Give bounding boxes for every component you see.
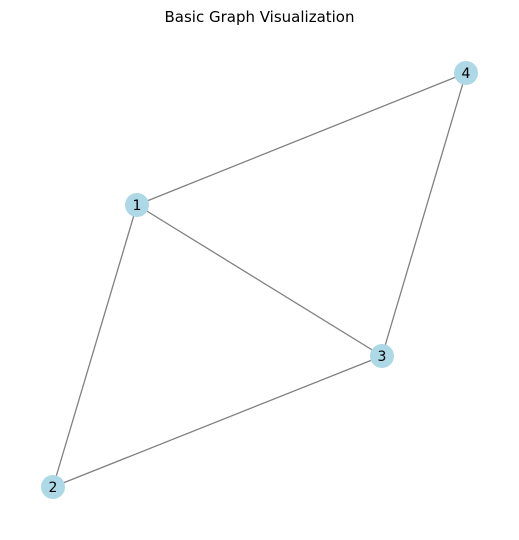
node-circle-3	[370, 344, 394, 368]
node-label-1: 1	[133, 198, 142, 214]
graph-nodes: 1 2 3 4	[41, 61, 478, 499]
graph-edges	[52, 72, 467, 488]
edge-1-2	[52, 204, 138, 488]
node-circle-1	[125, 193, 149, 217]
node-label-3: 3	[378, 349, 387, 365]
node-4: 4	[454, 61, 478, 85]
node-label-4: 4	[462, 66, 471, 82]
node-1: 1	[125, 193, 149, 217]
node-3: 3	[370, 344, 394, 368]
edge-4-3	[381, 72, 467, 357]
node-circle-4	[454, 61, 478, 85]
node-label-2: 2	[49, 480, 58, 496]
node-2: 2	[41, 475, 65, 499]
node-circle-2	[41, 475, 65, 499]
figure-title: Basic Graph Visualization	[164, 8, 354, 26]
edge-1-4	[136, 72, 467, 206]
edge-1-3	[136, 204, 383, 357]
edge-3-2	[52, 355, 383, 488]
